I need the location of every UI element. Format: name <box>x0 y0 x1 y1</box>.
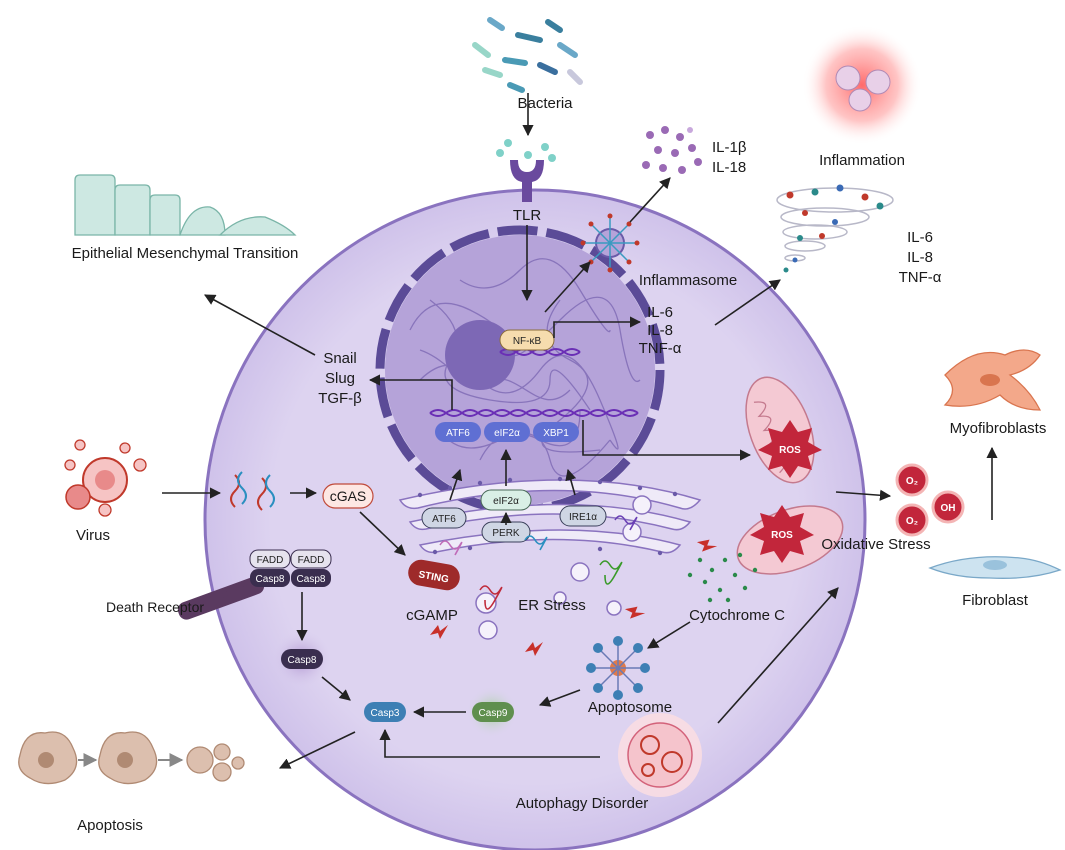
apoptosome-label: Apoptosome <box>588 699 672 716</box>
snail-label: Snail <box>323 350 356 367</box>
casp3-pill: Casp3 <box>364 702 406 722</box>
cytochrome-c-dots <box>687 552 758 603</box>
fibroblast-label: Fibroblast <box>962 592 1029 609</box>
ros-burst-upper: ROS <box>758 420 822 478</box>
il1b-label: IL-1β <box>712 139 747 156</box>
svg-text:Casp9: Casp9 <box>479 708 508 719</box>
virus-label: Virus <box>76 527 110 544</box>
cgas-pill: cGAS <box>322 483 374 509</box>
svg-text:OH: OH <box>941 503 956 514</box>
apoptosome-icon <box>586 636 650 700</box>
nfkb-il8-label: IL-8 <box>647 322 673 339</box>
svg-text:Casp8: Casp8 <box>297 574 326 585</box>
apoptosis-cells-icon <box>18 731 245 785</box>
emt-label: Epithelial Mesenchymal Transition <box>72 245 299 262</box>
slug-label: Slug <box>325 370 355 387</box>
death-receptor-complex: FADD FADD Casp8 Casp8 <box>177 549 332 620</box>
inflammasome-label: Inflammasome <box>639 272 737 289</box>
nfkb-tnfa-label: TNF-α <box>639 340 682 357</box>
svg-text:PERK: PERK <box>492 528 520 539</box>
cytokine-storm-dots <box>783 184 884 273</box>
svg-text:FADD: FADD <box>298 555 325 566</box>
fadd-pill-2: FADD <box>290 549 332 569</box>
bacteria-icon <box>472 17 583 93</box>
svg-text:Casp8: Casp8 <box>288 655 317 666</box>
svg-text:ROS: ROS <box>779 445 801 456</box>
tgfb-label: TGF-β <box>318 390 362 407</box>
xbp1-pill: XBP1 <box>533 422 579 442</box>
inflammasome-icon <box>580 213 640 273</box>
o2-radical-b: O₂ <box>895 503 929 537</box>
cytokine-storm-icon <box>776 187 894 262</box>
ire1a-pill: IRE1α <box>559 505 607 527</box>
er-stress-label: ER Stress <box>518 597 586 614</box>
casp8-active-pill: Casp8 <box>281 649 323 669</box>
svg-text:NF-κB: NF-κB <box>513 336 542 347</box>
casp8-pill-1: Casp8 <box>250 569 290 587</box>
inflammation-label: Inflammation <box>819 152 905 169</box>
autophagy-lysosome-icon <box>618 713 702 797</box>
apoptosis-label: Apoptosis <box>77 817 143 834</box>
lightning-icon <box>430 539 718 656</box>
svg-text:Casp8: Casp8 <box>256 574 285 585</box>
er-ribosomes <box>417 476 678 556</box>
svg-text:ATF6: ATF6 <box>432 514 456 525</box>
storm-il8-label: IL-8 <box>907 249 933 266</box>
storm-tnfa-label: TNF-α <box>899 269 942 286</box>
svg-text:FADD: FADD <box>257 555 284 566</box>
casp8-pill-2: Casp8 <box>291 569 331 587</box>
storm-il6-label: IL-6 <box>907 229 933 246</box>
nfkb-pill: NF-κB <box>499 329 555 351</box>
sting-receptor: STING <box>408 559 460 591</box>
fadd-pill-1: FADD <box>249 549 291 569</box>
vesicles <box>475 495 652 640</box>
autophagy-disorder-label: Autophagy Disorder <box>516 795 649 812</box>
virus-icon <box>64 439 147 517</box>
misfolded-proteins <box>439 515 638 610</box>
oxidative-stress-label: Oxidative Stress <box>821 536 930 553</box>
svg-text:cGAS: cGAS <box>330 488 367 504</box>
atf6-er-pill: ATF6 <box>421 507 467 529</box>
emt-cells-icon <box>74 174 297 236</box>
cytokine-dots <box>642 126 702 174</box>
dna-strand-er <box>429 409 639 417</box>
cgamp-label: cGAMP <box>406 607 458 624</box>
nucleus <box>375 225 665 515</box>
ros-burst-lower: ROS <box>750 505 814 563</box>
bacteria-label: Bacteria <box>517 95 573 112</box>
cell-body <box>203 188 867 850</box>
svg-text:ATF6: ATF6 <box>446 428 470 439</box>
svg-text:eIF2α: eIF2α <box>493 496 519 507</box>
svg-text:O₂: O₂ <box>906 516 918 527</box>
cytochrome-c-label: Cytochrome C <box>689 607 785 624</box>
nucleolus <box>445 320 515 390</box>
eif2a-er-pill: eIF2α <box>480 489 532 511</box>
death-receptor-label: Death Receptor <box>106 599 204 615</box>
svg-text:ROS: ROS <box>771 530 793 541</box>
il18-label: IL-18 <box>712 159 746 176</box>
casp9-pill: Casp9 <box>472 702 514 722</box>
tlr-label: TLR <box>513 207 542 224</box>
inflammation-cells-icon <box>835 65 891 112</box>
oh-radical: OH <box>931 490 965 524</box>
viral-dna-icon <box>230 471 275 511</box>
tlr-receptor-icon <box>496 139 556 202</box>
svg-text:Casp3: Casp3 <box>371 708 400 719</box>
myofibroblast-icon <box>943 349 1042 411</box>
o2-radical-a: O₂ <box>895 463 929 497</box>
pathway-arrows <box>78 93 998 769</box>
eif2a-nucleus-pill: eIF2α <box>484 422 530 442</box>
myofibroblasts-label: Myofibroblasts <box>950 420 1047 437</box>
svg-text:eIF2α: eIF2α <box>494 428 520 439</box>
svg-text:XBP1: XBP1 <box>543 428 569 439</box>
nfkb-il6-label: IL-6 <box>647 304 673 321</box>
atf6-nucleus-pill: ATF6 <box>435 422 481 442</box>
svg-text:O₂: O₂ <box>906 476 918 487</box>
svg-text:STING: STING <box>418 569 450 585</box>
inflammation-glow <box>802 25 922 145</box>
fibroblast-icon <box>928 556 1062 579</box>
svg-text:IRE1α: IRE1α <box>569 512 597 523</box>
